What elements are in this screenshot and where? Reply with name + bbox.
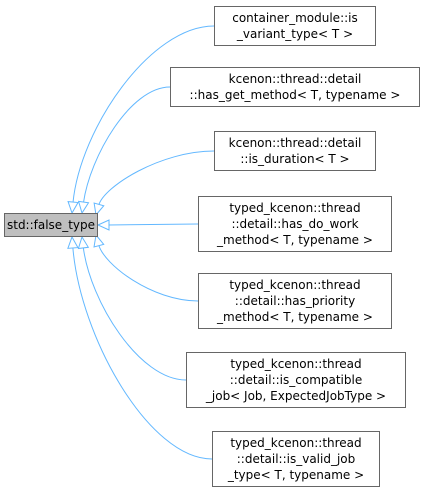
derived-class-node-is-duration[interactable]: kcenon::thread::detail ::is_duration< T … bbox=[214, 131, 376, 171]
derived-class-node-is-valid-job-type[interactable]: typed_kcenon::thread ::detail::is_valid_… bbox=[212, 431, 380, 487]
node-label-line: kcenon::thread::detail bbox=[228, 136, 362, 150]
derived-class-node-is-variant-type[interactable]: container_module::is _variant_type< T > bbox=[214, 6, 376, 46]
derived-class-node-has-get-method[interactable]: kcenon::thread::detail ::has_get_method<… bbox=[170, 67, 420, 107]
inheritance-edge bbox=[77, 235, 187, 381]
node-label-line: typed_kcenon::thread bbox=[230, 436, 362, 450]
inheritance-edge bbox=[93, 150, 215, 217]
base-class-label: std::false_type bbox=[6, 218, 95, 232]
inheritance-edge bbox=[77, 86, 171, 215]
base-class-node: std::false_type bbox=[4, 213, 98, 237]
node-label-line: _variant_type< T > bbox=[236, 27, 354, 41]
arrowhead-icon bbox=[67, 235, 79, 249]
edge-line bbox=[72, 246, 213, 460]
node-label-line: typed_kcenon::thread bbox=[229, 201, 361, 215]
edge-line bbox=[72, 25, 215, 204]
derived-class-node-has-do-work-method[interactable]: typed_kcenon::thread ::detail::has_do_wo… bbox=[198, 196, 392, 252]
inheritance-edge bbox=[67, 25, 215, 215]
derived-class-node-has-priority-method[interactable]: typed_kcenon::thread ::detail::has_prior… bbox=[198, 273, 392, 329]
node-label-line: ::is_duration< T > bbox=[240, 152, 350, 166]
inheritance-edge bbox=[96, 219, 199, 231]
arrowhead-icon bbox=[93, 233, 105, 248]
arrowhead-icon bbox=[96, 219, 110, 231]
node-label-line: container_module::is bbox=[232, 11, 358, 25]
edge-line bbox=[98, 150, 215, 206]
node-label-line: ::detail::is_compatible bbox=[229, 373, 363, 387]
edge-line bbox=[82, 86, 171, 204]
node-label-line: _job< Job, ExpectedJobType > bbox=[205, 389, 387, 403]
node-label-line: _method< T, typename > bbox=[217, 310, 373, 324]
edge-line bbox=[82, 246, 187, 381]
arrowhead-icon bbox=[77, 200, 90, 215]
node-label-line: typed_kcenon::thread bbox=[230, 357, 362, 371]
edge-line bbox=[107, 223, 199, 226]
edge-line bbox=[98, 244, 199, 302]
node-label-line: typed_kcenon::thread bbox=[229, 278, 361, 292]
arrowhead-icon bbox=[77, 235, 90, 250]
inheritance-edge bbox=[93, 233, 199, 302]
node-label-line: kcenon::thread::detail bbox=[228, 72, 362, 86]
node-label-line: ::detail::has_do_work bbox=[231, 217, 359, 231]
arrowhead-icon bbox=[93, 202, 105, 217]
node-label-line: ::detail::is_valid_job bbox=[236, 452, 356, 466]
derived-class-node-is-compatible-job[interactable]: typed_kcenon::thread ::detail::is_compat… bbox=[186, 352, 406, 408]
inheritance-edge bbox=[67, 235, 213, 460]
node-label-line: ::detail::has_priority bbox=[234, 294, 356, 308]
arrowhead-icon bbox=[67, 201, 79, 215]
node-label-line: _method< T, typename > bbox=[217, 233, 373, 247]
node-label-line: _type< T, typename > bbox=[227, 468, 365, 482]
node-label-line: ::has_get_method< T, typename > bbox=[189, 88, 401, 102]
